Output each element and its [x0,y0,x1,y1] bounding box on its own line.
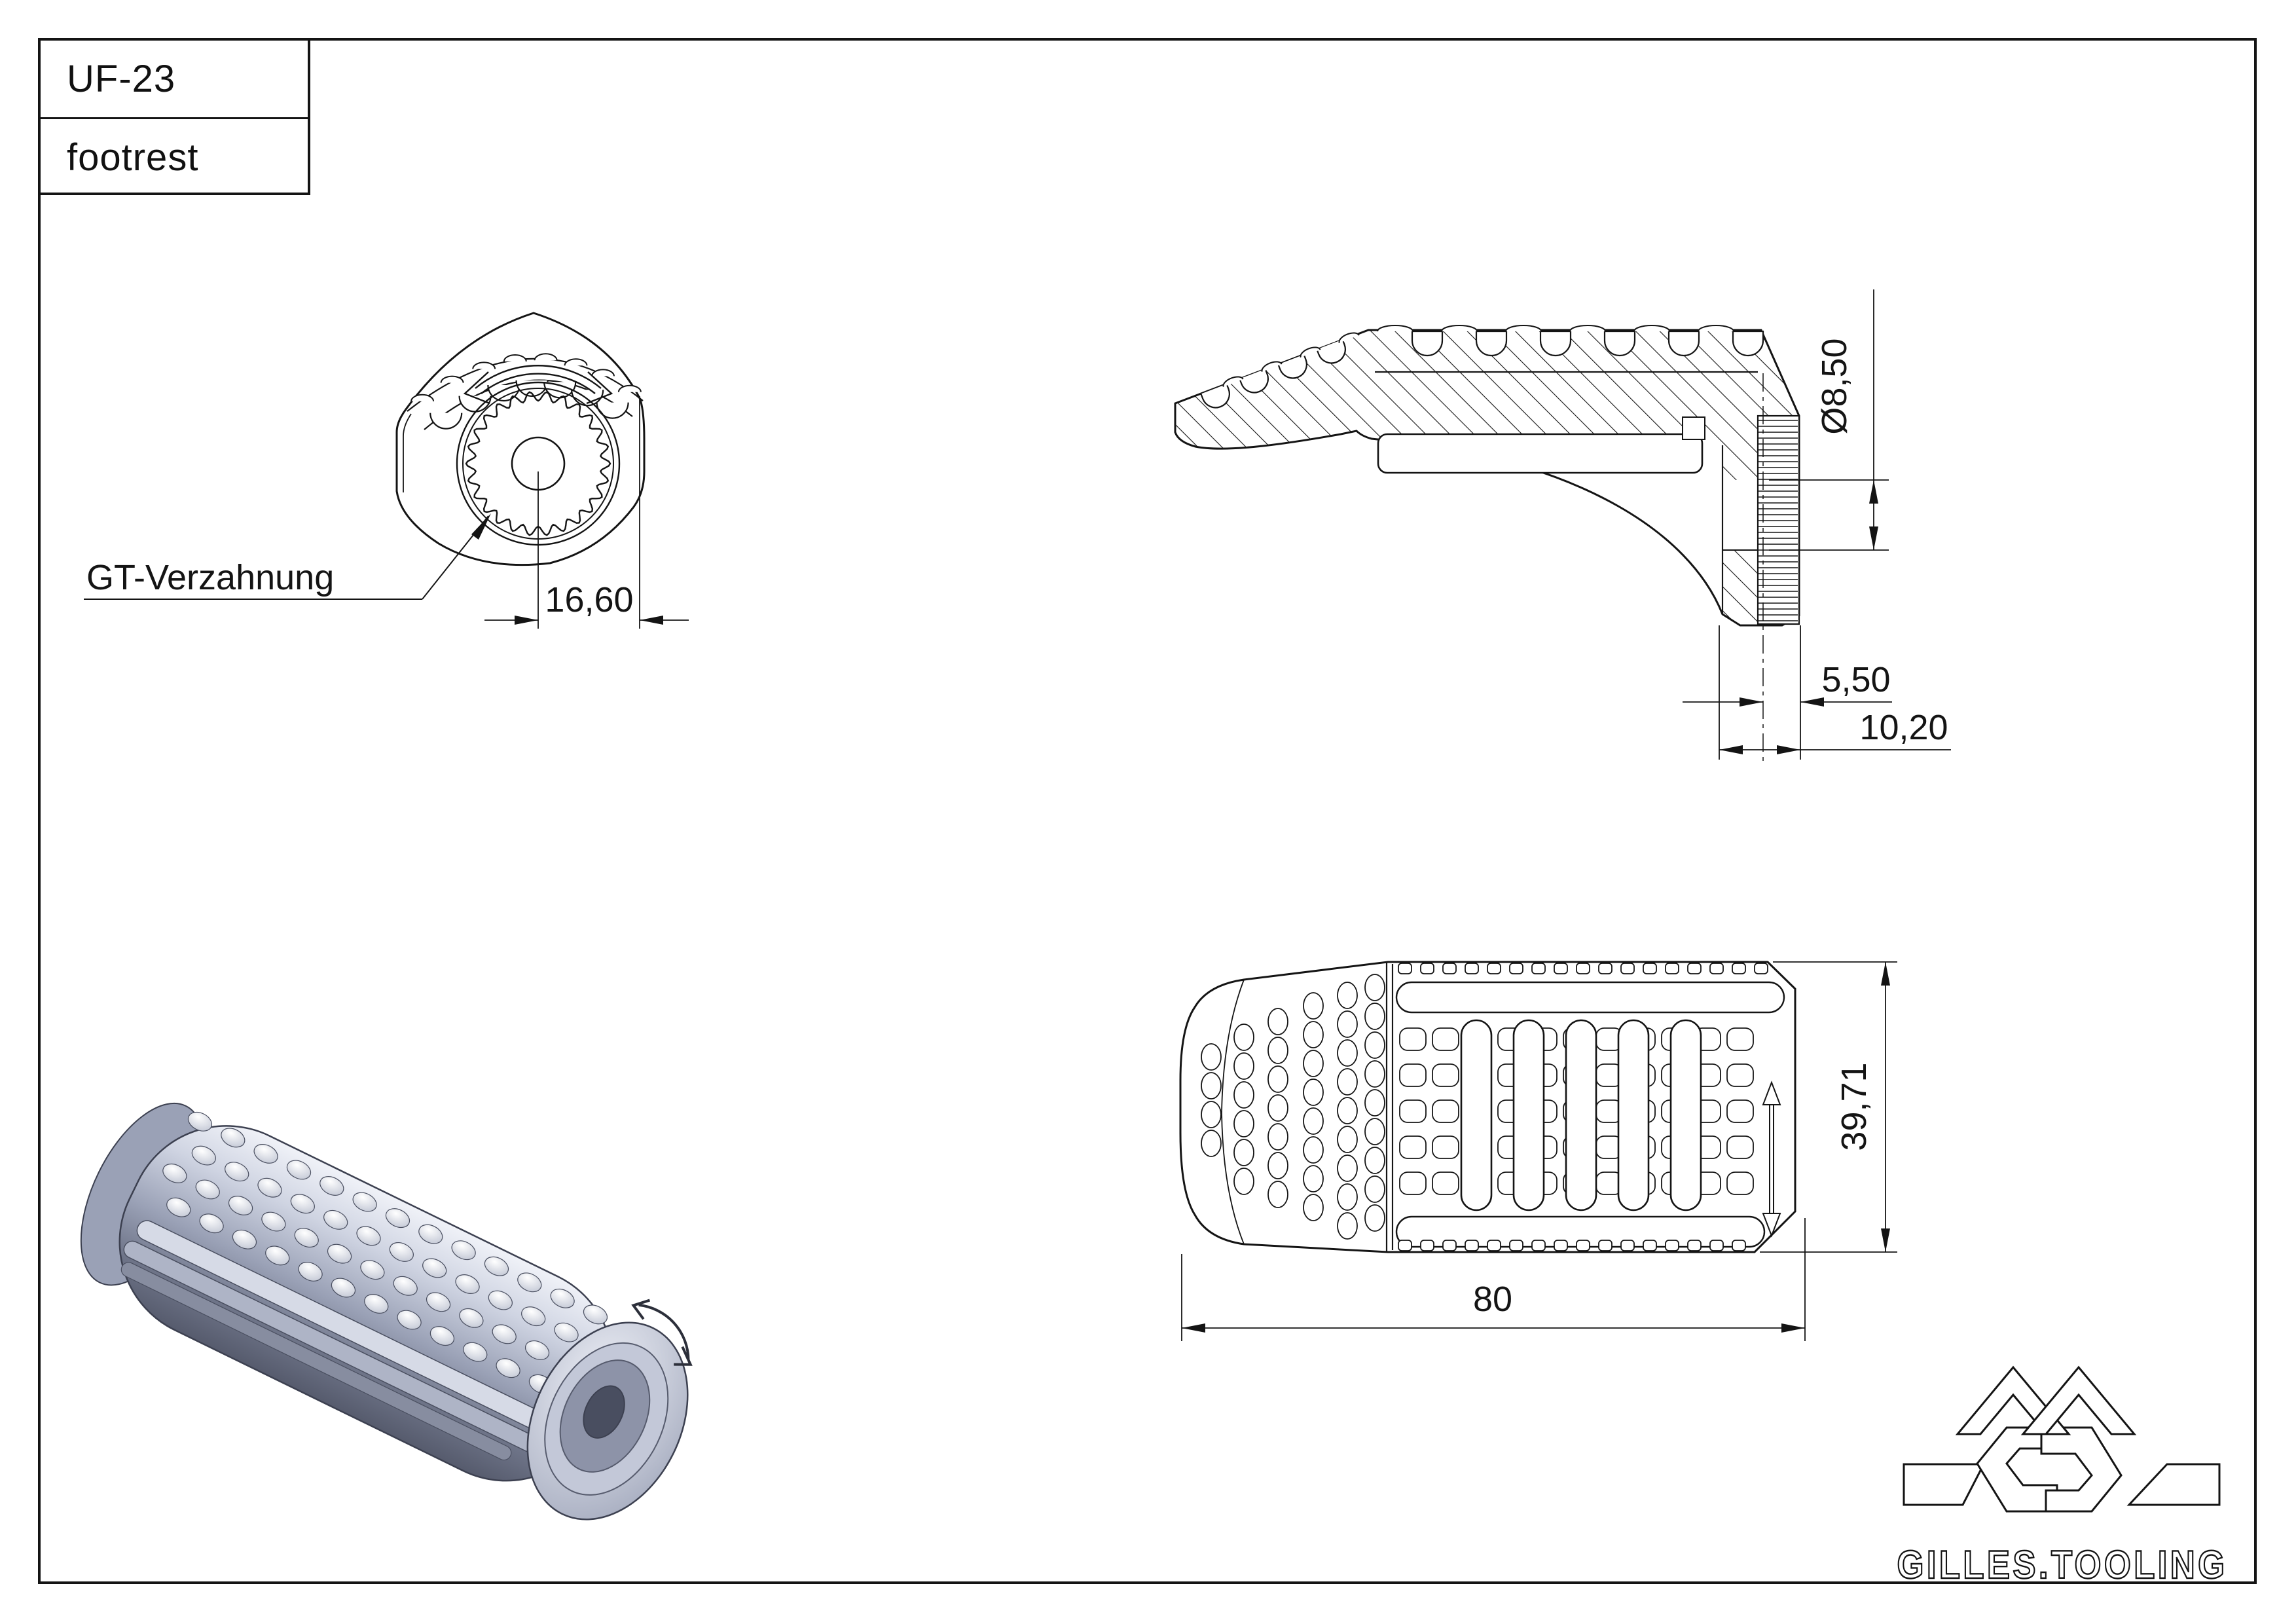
dim-diameter-value: Ø8,50 [1815,338,1854,434]
dim-1020-arrow-l [1719,745,1743,754]
front-view-drawing: 16,60 GT-Verzahnung [84,312,689,629]
iso-rotation-arrow-head-l [631,1299,651,1320]
dim-550-arrow-l [1740,697,1763,707]
spline-label: GT-Verzahnung [86,558,334,597]
dim-shaft-value: 10,20 [1859,708,1948,747]
dim-knurl-value: 5,50 [1821,660,1890,699]
dim-1020-arrow-r [1777,745,1800,754]
side-boss [1377,433,1704,474]
rotation-arc-inner [481,373,596,394]
dia-arrow-down [1869,526,1878,550]
dim-3971-arrow-top [1881,962,1890,986]
dim-80-arrow-left [1182,1323,1205,1333]
iso-part [80,1102,693,1521]
brand-name: GILLES.TOOLING [1897,1543,2228,1587]
dim-80-arrow-right [1781,1323,1805,1333]
rotation-arrow-right-icon [586,371,613,405]
iso-rail-3 [120,1262,512,1461]
page-border-frame [38,38,2257,1584]
label-leader-arrow [471,513,491,540]
shaft-knurl-band [1757,415,1800,625]
part-name: footrest [67,136,199,179]
front-outline [395,312,646,566]
dim-length-value: 80 [1473,1280,1512,1319]
dia-arrow-up [1869,480,1878,504]
side-toe-scallops [1200,332,1360,409]
shaft-knurl-lines [1758,420,1798,621]
top-view-drawing: 39,71 80 [1179,961,1897,1341]
dim-1660-arrow-left [515,616,538,625]
rotation-arrow-left-icon [463,371,490,405]
brand-logo: GILLES.TOOLING [1896,1365,2228,1587]
dim-550-arrow-r [1800,697,1824,707]
top-nose-contour [1221,979,1245,1245]
slide-arrow-head-up [1762,1080,1781,1105]
title-block: UF-23 footrest [38,38,310,195]
top-knurl-texture [1201,963,1785,1251]
dim-1660-arrow-right [640,616,663,625]
iso-rotation-arrow [638,1303,690,1360]
dim-width-value: 16,60 [545,580,633,619]
slide-arrow-head-down [1762,1213,1781,1238]
front-left-edge-line [403,413,412,492]
dim-height-value: 39,71 [1834,1062,1874,1151]
dim-3971-arrow-bottom [1881,1228,1890,1252]
rotation-arc-outer [475,365,602,389]
iso-knurl-bumps [162,1111,608,1394]
iso-view-render [80,1102,693,1521]
front-rim-outer [407,358,644,412]
side-view-drawing: Ø8,50 5,50 10,20 [1174,289,1951,763]
side-boss-step [1682,416,1705,440]
iso-center-hole [583,1385,625,1439]
iso-rotation-arrow-head-r [674,1346,693,1366]
side-teeth [1377,325,1764,357]
gt-spline-circle [465,391,611,536]
logo-monogram-icon [1903,1365,2221,1513]
part-number: UF-23 [41,41,308,119]
top-outline [1179,961,1796,1253]
